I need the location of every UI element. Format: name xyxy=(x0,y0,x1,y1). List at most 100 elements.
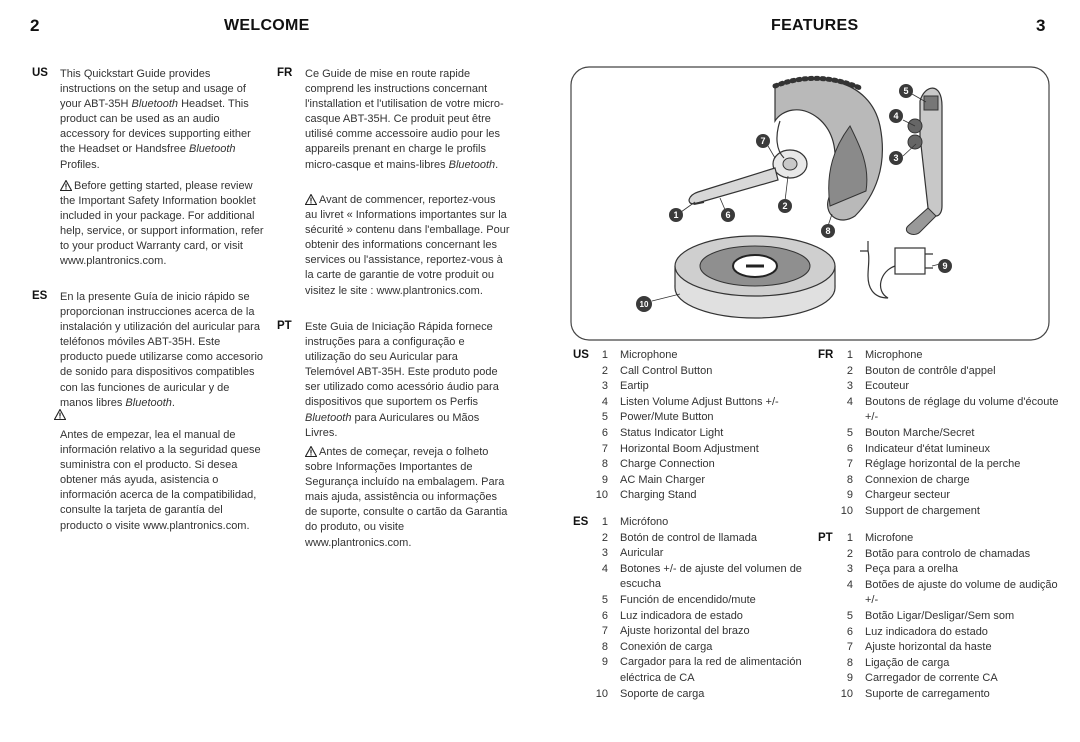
us-intro-text-a: This Quickstart Guide provides instructi… xyxy=(60,68,246,111)
feature-label: Réglage horizontal de la perche xyxy=(865,458,1021,471)
callout-6: 6 xyxy=(721,208,735,222)
feature-number: 5 xyxy=(601,411,608,424)
callouts: 1 6 2 7 8 5 4 3 9 10 xyxy=(636,84,952,312)
feature-label: Bouton de contrôle d'appel xyxy=(865,364,996,377)
callout-7: 7 xyxy=(756,134,770,148)
warning-icon xyxy=(305,446,317,457)
es-intro-text-a: En la presente Guía de inicio rápido se … xyxy=(60,291,264,409)
feature-number: 3 xyxy=(601,547,608,560)
feature-label: AC Main Charger xyxy=(620,473,705,486)
feature-number: 7 xyxy=(846,641,853,654)
welcome-pt-intro: Este Guia de Iniciação Rápida fornece in… xyxy=(305,320,510,441)
feature-label: Ligação de carga xyxy=(865,656,950,669)
feature-label: Ajuste horizontal da haste xyxy=(865,641,992,654)
callout-3: 3 xyxy=(889,151,903,165)
feature-label: Botões de ajuste do volume de audição +/… xyxy=(865,578,1058,607)
lang-code-fr-features: FR xyxy=(818,349,834,361)
us-intro-italic-a: Bluetooth xyxy=(131,98,179,111)
feature-label: Bouton Marche/Secret xyxy=(865,426,975,439)
pt-intro-text-c: para Auriculares ou Mãos Livres. xyxy=(305,411,480,439)
lang-code-es: ES xyxy=(32,290,48,302)
feature-item: 4 Botões de ajuste do volume de audição +… xyxy=(831,578,1061,609)
feature-label: Call Control Button xyxy=(620,364,713,377)
callout-5: 5 xyxy=(899,84,913,98)
callout-7-label: 7 xyxy=(760,136,765,146)
callout-3-label: 3 xyxy=(893,153,898,163)
feature-label: Cargador para la red de alimentación elé… xyxy=(620,656,802,684)
warning-icon xyxy=(54,409,66,420)
feature-item: 7 Réglage horizontal de la perche xyxy=(831,457,1061,473)
feature-label: Botão para controlo de chamadas xyxy=(865,547,1031,560)
feature-number: 4 xyxy=(846,578,853,591)
feature-number: 8 xyxy=(846,656,853,669)
callout-10-label: 10 xyxy=(640,300,649,309)
features-heading: FEATURES xyxy=(771,17,859,34)
callout-1-label: 1 xyxy=(673,210,678,220)
callout-8: 8 xyxy=(821,224,835,238)
feature-label: Botão Ligar/Desligar/Sem som xyxy=(865,609,1015,622)
callout-2-label: 2 xyxy=(782,201,787,211)
feature-item: 8 Ligação de carga xyxy=(831,656,1061,672)
ac-charger xyxy=(860,241,933,299)
feature-number: 1 xyxy=(846,349,853,361)
warning-icon xyxy=(305,194,317,205)
feature-label: Luz indicadora do estado xyxy=(865,625,988,638)
welcome-es-warning: Antes de empezar, lea el manual de infor… xyxy=(60,429,261,532)
feature-label: Status Indicator Light xyxy=(620,426,724,439)
feature-label: Power/Mute Button xyxy=(620,411,714,424)
feature-item: 9 AC Main Charger xyxy=(586,473,826,489)
feature-number: 4 xyxy=(601,562,608,575)
feature-number: 5 xyxy=(601,593,608,606)
fr-intro-text-c: . xyxy=(495,158,499,171)
feature-number: 3 xyxy=(846,563,853,576)
feature-label: Auricular xyxy=(620,547,664,560)
feature-label: Listen Volume Adjust Buttons +/- xyxy=(620,395,779,408)
feature-number: 10 xyxy=(840,687,853,700)
welcome-heading: WELCOME xyxy=(224,17,310,34)
feature-label: Connexion de charge xyxy=(865,473,970,486)
feature-number: 6 xyxy=(846,442,853,455)
feature-label: Conexión de carga xyxy=(620,640,713,653)
welcome-pt-warning: Antes de começar, reveja o folheto sobre… xyxy=(305,445,510,551)
lang-code-us-features: US xyxy=(573,349,589,361)
headset-side-view xyxy=(688,75,883,221)
feature-label: Carregador de corrente CA xyxy=(865,672,998,685)
feature-number: 2 xyxy=(846,547,853,560)
feature-number: 7 xyxy=(846,458,853,471)
callout-5-label: 5 xyxy=(903,86,908,96)
feature-label: Indicateur d'état lumineux xyxy=(865,442,991,455)
feature-label: Ajuste horizontal del brazo xyxy=(620,625,750,638)
feature-number: 7 xyxy=(601,625,608,638)
feature-number: 8 xyxy=(601,458,608,471)
feature-label: Función de encendido/mute xyxy=(620,593,756,606)
feature-number: 1 xyxy=(601,516,608,528)
feature-label: Luz indicadora de estado xyxy=(620,609,743,622)
feature-number: 5 xyxy=(846,609,853,622)
feature-label: Boutons de réglage du volume d'écoute +/… xyxy=(865,395,1059,424)
feature-label: Ecouteur xyxy=(865,380,910,393)
lang-code-es-features: ES xyxy=(573,516,589,528)
feature-number: 9 xyxy=(601,473,608,486)
feature-number: 4 xyxy=(846,395,853,408)
callout-9: 9 xyxy=(938,259,952,273)
feature-item: 4 Boutons de réglage du volume d'écoute +… xyxy=(831,395,1061,426)
feature-item: 5 Función de encendido/mute xyxy=(586,593,811,609)
callout-1: 1 xyxy=(669,208,683,222)
